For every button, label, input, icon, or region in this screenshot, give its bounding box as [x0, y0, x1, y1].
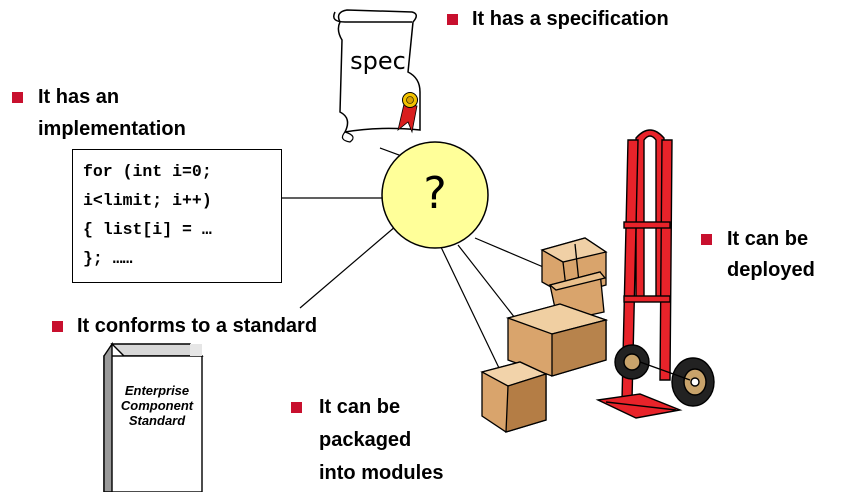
- center-question-mark: ?: [423, 168, 447, 219]
- connector-standard: [299, 225, 397, 309]
- code-snippet-box: for (int i=0; i<limit; i++) { list[i] = …: [72, 149, 282, 283]
- connector-packaged-2: [457, 244, 516, 319]
- code-line: }; ……: [83, 249, 133, 268]
- bullet-squares: [12, 14, 712, 413]
- hand-truck-icon: [595, 129, 715, 419]
- bullet-standard: [52, 321, 63, 332]
- label-standard: It conforms to a standard: [77, 315, 318, 337]
- bullet-deployed: [701, 234, 712, 245]
- connector-lines: [282, 147, 556, 369]
- label-specification: It has a specification: [472, 8, 669, 30]
- boxes-icon: [480, 237, 609, 433]
- scroll-spec-text: spec: [350, 47, 406, 75]
- bullet-packaged: [291, 402, 302, 413]
- book-title-line: Component: [120, 398, 194, 413]
- book-title: Enterprise Component Standard: [112, 383, 202, 428]
- label-deployed-2: deployed: [727, 259, 815, 281]
- connector-packaged-1: [439, 244, 500, 369]
- label-deployed-1: It can be: [727, 228, 809, 250]
- label-packaged-2: packaged: [319, 429, 412, 451]
- book-title-line: Enterprise: [124, 383, 190, 398]
- book-title-line: Standard: [128, 413, 186, 428]
- label-implementation-2: implementation: [38, 118, 186, 140]
- code-line: for (int i=0;: [83, 162, 212, 181]
- code-line: i<limit; i++): [83, 191, 212, 210]
- standard-book-icon: [103, 341, 204, 492]
- code-line: { list[i] = …: [83, 220, 212, 239]
- label-implementation-1: It has an: [38, 86, 120, 108]
- bullet-spec: [447, 14, 458, 25]
- spec-scroll-icon: [333, 9, 421, 143]
- label-packaged-3: into modules: [319, 462, 444, 484]
- bullet-implementation: [12, 92, 23, 103]
- center-circle: [381, 141, 489, 249]
- label-packaged-1: It can be: [319, 396, 401, 418]
